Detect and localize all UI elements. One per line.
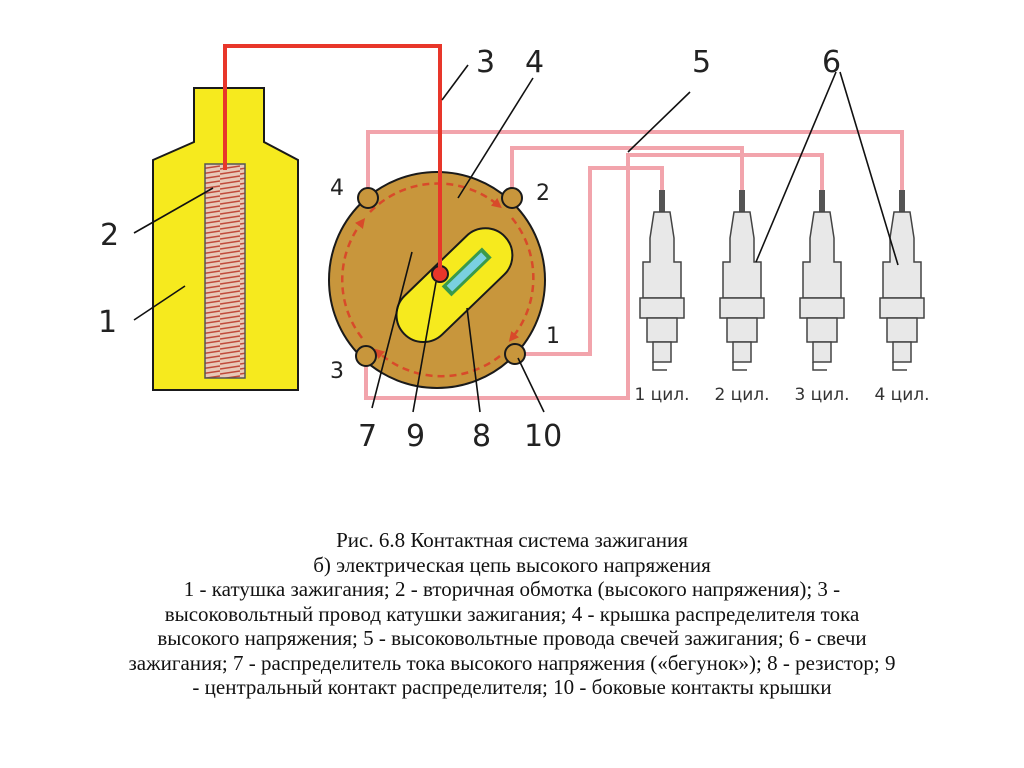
wire-terminal-3 — [364, 153, 824, 400]
rotation-arc-top — [369, 182, 502, 213]
caption-subtitle: б) электрическая цепь высокого напряжени… — [313, 552, 711, 577]
label-10: 10 — [524, 419, 562, 454]
label-9: 9 — [406, 419, 425, 454]
spark-plug-2 — [719, 190, 765, 371]
ignition-coil-icon — [152, 87, 299, 391]
label-4: 4 — [525, 45, 544, 80]
spark-plug-3 — [799, 190, 845, 371]
caption-legend-line: высоковольтный провод катушки зажигания;… — [164, 601, 860, 626]
wire-terminal-4 — [366, 130, 904, 200]
coil-wire — [223, 44, 442, 272]
cylinder-label-1: 1 цил. — [634, 385, 689, 405]
spark-plug-icon — [639, 190, 925, 371]
label-8: 8 — [472, 419, 491, 454]
rotation-arc-left — [340, 218, 366, 339]
terminal-label-1: 1 — [546, 324, 560, 349]
label-2: 2 — [100, 218, 119, 253]
spark-plug-1 — [639, 190, 685, 371]
label-3: 3 — [476, 45, 495, 80]
caption-legend-line: зажигания; 7 - распределитель тока высок… — [128, 650, 896, 675]
caption-legend-line: - центральный контакт распределителя; 10… — [192, 675, 832, 699]
wire-terminal-1 — [517, 166, 664, 356]
cylinder-label-3: 3 цил. — [794, 385, 849, 405]
label-5: 5 — [692, 45, 711, 80]
terminal-label-2: 2 — [536, 181, 550, 206]
terminal-4 — [357, 187, 379, 209]
label-6: 6 — [822, 45, 841, 80]
rotor-icon — [395, 227, 514, 344]
terminal-label-4: 4 — [330, 176, 344, 201]
rotation-arc-right — [508, 217, 535, 342]
caption-title: Рис. 6.8 Контактная система зажигания — [336, 528, 688, 552]
rotation-arc-bottom — [374, 348, 501, 378]
cylinder-label-2: 2 цил. — [714, 385, 769, 405]
label-1: 1 — [98, 305, 117, 340]
cylinder-label-4: 4 цил. — [874, 385, 929, 405]
terminal-2 — [501, 187, 523, 209]
spark-plug-4 — [879, 190, 925, 371]
wire-terminal-2 — [510, 146, 744, 200]
secondary-winding — [204, 163, 246, 379]
ignition-diagram: 1 2 3 4 5 6 7 9 8 10 4 2 3 1 1 цил. 2 ци… — [98, 44, 930, 454]
terminal-label-3: 3 — [330, 359, 344, 384]
caption-legend-line: высокого напряжения; 5 - высоковольтные … — [157, 626, 867, 650]
terminal-3 — [355, 345, 377, 367]
figure-caption: Рис. 6.8 Контактная система зажигания б)… — [40, 528, 984, 700]
plug-wires — [364, 130, 904, 400]
caption-legend-line: 1 - катушка зажигания; 2 - вторичная обм… — [183, 577, 841, 601]
leader-lines — [133, 64, 899, 413]
label-7: 7 — [358, 419, 377, 454]
terminal-1 — [504, 343, 526, 365]
